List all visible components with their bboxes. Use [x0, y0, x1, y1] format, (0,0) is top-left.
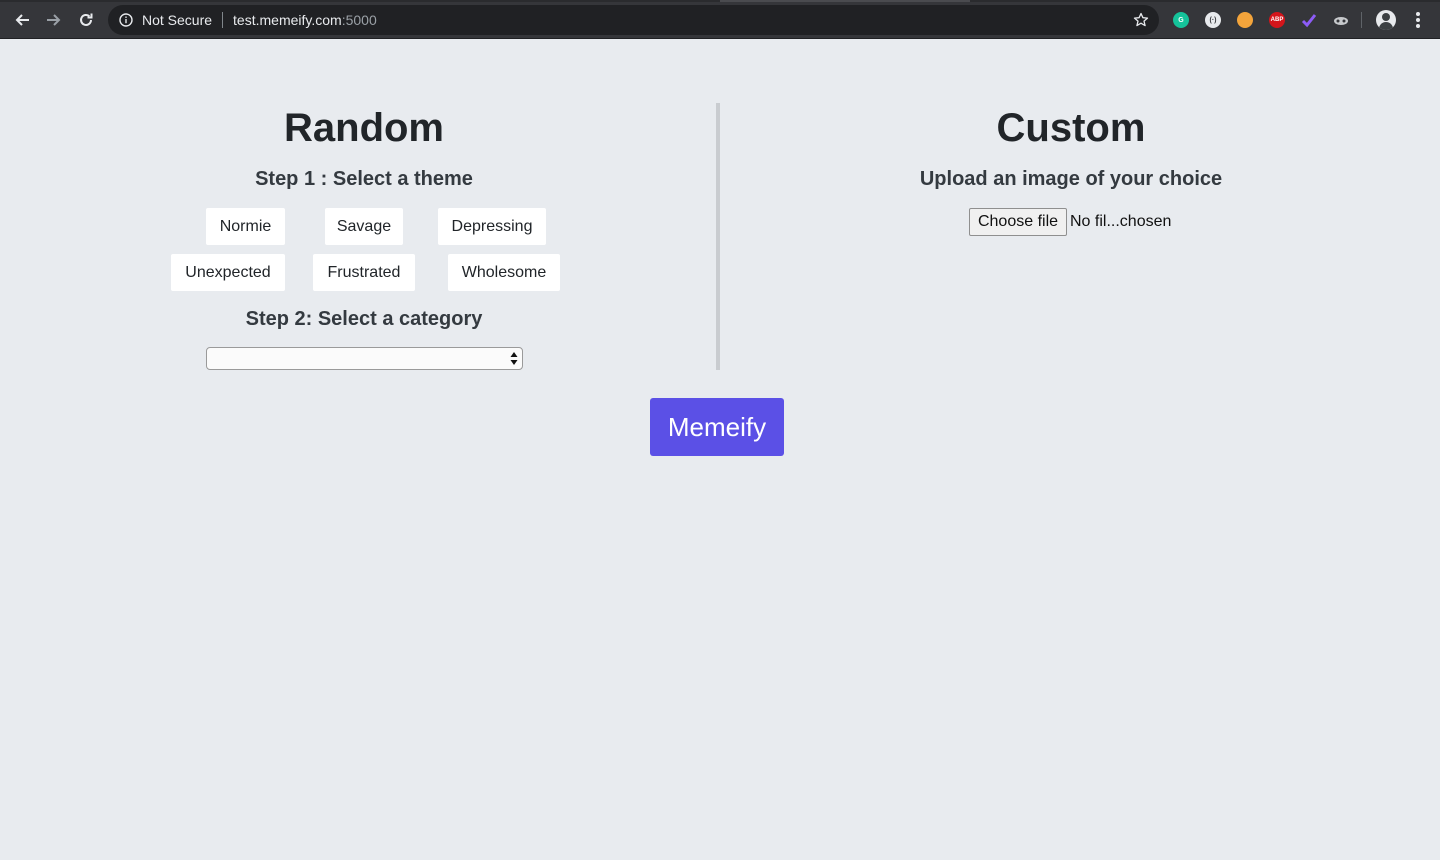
tab-strip-edge: [0, 0, 1440, 2]
extension-2-icon[interactable]: (·): [1205, 12, 1221, 28]
cookie-extension-icon[interactable]: [1237, 12, 1253, 28]
address-bar[interactable]: Not Secure test.memeify.com:5000: [108, 5, 1159, 35]
security-status[interactable]: Not Secure: [142, 12, 213, 28]
theme-savage-button[interactable]: Savage: [325, 208, 403, 245]
custom-title: Custom: [996, 106, 1146, 150]
url-port[interactable]: :5000: [341, 12, 377, 28]
omnibox-separator: [222, 12, 224, 28]
custom-section: Custom Upload an image of your choice: [770, 100, 1372, 191]
select-arrows-icon: [510, 352, 518, 365]
memeify-button[interactable]: Memeify: [650, 398, 784, 456]
arrow-left-icon: [15, 14, 29, 26]
extension-5-icon[interactable]: [1301, 12, 1317, 28]
section-divider: [716, 103, 720, 370]
back-button[interactable]: [10, 8, 34, 32]
reload-button[interactable]: [74, 8, 98, 32]
theme-wholesome-button[interactable]: Wholesome: [448, 254, 560, 291]
adblock-plus-icon[interactable]: ABP: [1269, 12, 1285, 28]
tab-hint: [720, 0, 970, 2]
theme-frustrated-button[interactable]: Frustrated: [313, 254, 415, 291]
upload-subtitle: Upload an image of your choice: [919, 168, 1223, 190]
url-host[interactable]: test.memeify.com: [233, 12, 342, 28]
random-section: Random Step 1 : Select a theme: [60, 100, 668, 191]
reload-icon: [80, 13, 93, 26]
theme-depressing-button[interactable]: Depressing: [438, 208, 546, 245]
forward-button[interactable]: [42, 8, 66, 32]
choose-file-button[interactable]: Choose file: [969, 208, 1067, 236]
step1-title: Step 1 : Select a theme: [255, 168, 473, 190]
profile-avatar[interactable]: [1376, 10, 1396, 30]
bookmark-star-icon[interactable]: [1133, 12, 1149, 28]
file-status-text: No fil...chosen: [1070, 213, 1172, 230]
extension-6-icon[interactable]: [1333, 12, 1349, 28]
toolbar-separator: [1361, 12, 1362, 28]
category-select[interactable]: [206, 347, 523, 370]
info-icon[interactable]: [118, 12, 134, 28]
step2-title: Step 2: Select a category: [245, 308, 483, 330]
arrow-right-icon: [47, 14, 61, 26]
random-title: Random: [284, 106, 444, 150]
grammarly-extension-icon[interactable]: G: [1173, 12, 1189, 28]
theme-unexpected-button[interactable]: Unexpected: [171, 254, 285, 291]
theme-normie-button[interactable]: Normie: [206, 208, 285, 245]
browser-toolbar: Not Secure test.memeify.com:5000 G (·) A…: [0, 0, 1440, 39]
browser-menu-icon[interactable]: [1410, 11, 1426, 29]
